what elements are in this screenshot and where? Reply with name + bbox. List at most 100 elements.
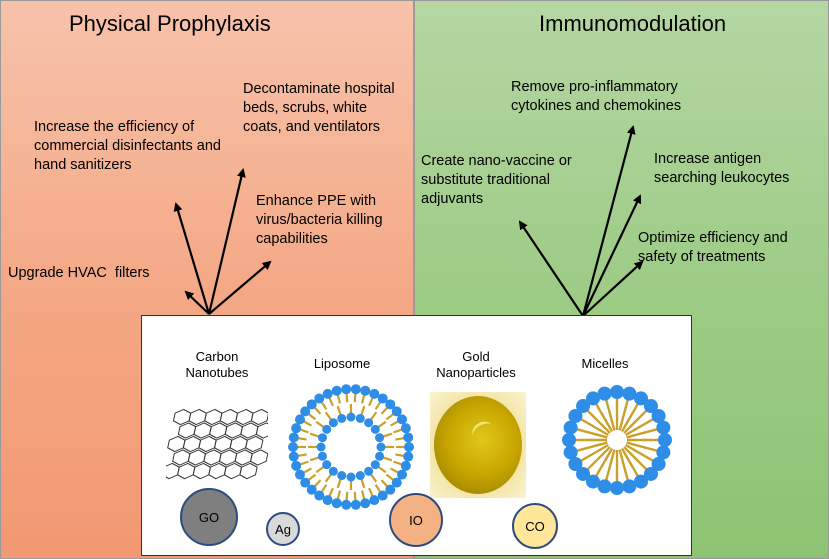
physical-prophylaxis-title: Physical Prophylaxis xyxy=(69,11,271,36)
micelle-head xyxy=(622,479,637,494)
micelle-head xyxy=(656,420,671,435)
micelle-head xyxy=(597,386,612,401)
nanotube-hexagon xyxy=(218,449,238,466)
lipid-head xyxy=(375,451,385,461)
nanotube-hexagon xyxy=(204,408,223,426)
lipid-head xyxy=(291,460,302,471)
lipid-head xyxy=(322,424,332,434)
nanotube-hexagon xyxy=(172,449,191,466)
lipid-head xyxy=(314,393,325,404)
micelle-head xyxy=(563,420,578,435)
label-micelles: Micelles xyxy=(581,356,629,371)
lipid-head xyxy=(400,423,411,434)
micelle-head xyxy=(563,445,578,460)
nanotube-hexagon xyxy=(209,422,228,439)
label-optimize: Optimize efficiency and safety of treatm… xyxy=(638,230,788,265)
micelle-head xyxy=(562,433,576,447)
label-gold-nanoparticles: Gold Nanoparticles xyxy=(436,349,516,380)
lipid-head xyxy=(364,466,374,476)
micelle-graphic xyxy=(562,385,672,495)
nanotube-hexagon xyxy=(177,462,196,480)
micelle-head xyxy=(643,399,658,414)
lipid-head xyxy=(375,433,385,443)
lipid-head xyxy=(328,418,338,428)
label-enhance-ppe: Enhance PPE with virus/bacteria killing … xyxy=(256,193,383,247)
go-circle: GO xyxy=(180,488,238,546)
lipid-head xyxy=(288,451,299,462)
micelle-head xyxy=(651,409,666,423)
nanotube-hexagon xyxy=(187,449,207,466)
lipid-head xyxy=(391,477,402,488)
lipid-head xyxy=(341,499,352,510)
arrow-to-nano-vaccine xyxy=(518,220,584,317)
nanotube-hexagon xyxy=(235,408,254,426)
lipid-head xyxy=(346,472,356,482)
nanotube-hexagon xyxy=(240,422,259,439)
lipid-head xyxy=(400,460,411,471)
arrow-to-leukocytes xyxy=(582,194,642,317)
lipid-head xyxy=(306,399,317,410)
nanotube-hexagon xyxy=(250,449,268,466)
lipid-head xyxy=(341,384,352,395)
micelle-head xyxy=(634,391,648,406)
lipid-head xyxy=(317,433,327,443)
nanotube-hexagon xyxy=(239,462,258,480)
lipid-head xyxy=(397,414,408,425)
lipid-head xyxy=(377,490,388,501)
nanoparticle-box: Carbon Nanotubes Liposome Gold Nanoparti… xyxy=(141,315,692,556)
lipid-head xyxy=(355,413,365,423)
nanotube-hexagon xyxy=(234,449,253,466)
lipid-head xyxy=(322,460,332,470)
lipid-head xyxy=(350,384,361,395)
label-liposome: Liposome xyxy=(313,356,371,371)
lipid-head xyxy=(369,495,380,506)
lipid-head xyxy=(376,442,386,452)
arrow-to-optimize xyxy=(582,260,644,317)
lipid-head xyxy=(306,484,317,495)
nanotube-hexagon xyxy=(219,408,239,426)
nanotube-hexagon xyxy=(198,435,217,453)
micelle-head xyxy=(610,481,624,495)
micelle-head xyxy=(568,409,583,423)
co-circle: CO xyxy=(512,503,558,549)
nanotube-hexagon xyxy=(193,422,212,439)
ag-circle: Ag xyxy=(266,512,300,546)
lipid-head xyxy=(294,414,305,425)
micelle-head xyxy=(658,433,672,447)
lipid-head xyxy=(350,499,361,510)
nanotube-hexagon xyxy=(245,435,264,453)
lipid-head xyxy=(403,451,414,462)
lipid-head xyxy=(355,471,365,481)
micelle-head xyxy=(634,474,648,489)
lipid-head xyxy=(314,490,325,501)
carbon-nanotube-graphic xyxy=(166,408,268,480)
arrow-to-disinfectants xyxy=(173,202,211,315)
label-carbon-nanotubes: Carbon Nanotubes xyxy=(185,349,249,380)
lipid-head xyxy=(360,498,371,509)
arrow-to-cytokines xyxy=(581,125,636,317)
nanotube-hexagon xyxy=(208,462,227,480)
nanotube-hexagon xyxy=(167,435,186,453)
label-disinfectants: Increase the efficiency of commercial di… xyxy=(34,119,221,173)
liposome-graphic xyxy=(288,384,414,510)
io-circle: IO xyxy=(389,493,443,547)
label-hvac: Upgrade HVAC filters xyxy=(8,265,150,281)
lipid-head xyxy=(346,412,356,422)
lipid-head xyxy=(360,385,371,396)
nanotube-hexagon xyxy=(188,408,207,426)
arrow-to-hvac xyxy=(184,290,210,315)
lipid-head xyxy=(288,442,298,452)
lipid-head xyxy=(391,406,402,417)
label-leukocytes: Increase antigen searching leukocytes xyxy=(654,151,790,186)
nanotube-hexagon xyxy=(229,435,248,453)
nanotube-hexagon xyxy=(182,435,202,453)
label-cytokines: Remove pro-inflammatory cytokines and ch… xyxy=(511,79,682,114)
lipid-head xyxy=(291,423,302,434)
micelle-head xyxy=(643,466,658,481)
micelle-head xyxy=(586,391,600,406)
lipid-head xyxy=(337,471,347,481)
micelle-head xyxy=(568,457,583,471)
lipid-head xyxy=(370,424,380,434)
label-nano-vaccine: Create nano-vaccine or substitute tradit… xyxy=(421,153,572,207)
